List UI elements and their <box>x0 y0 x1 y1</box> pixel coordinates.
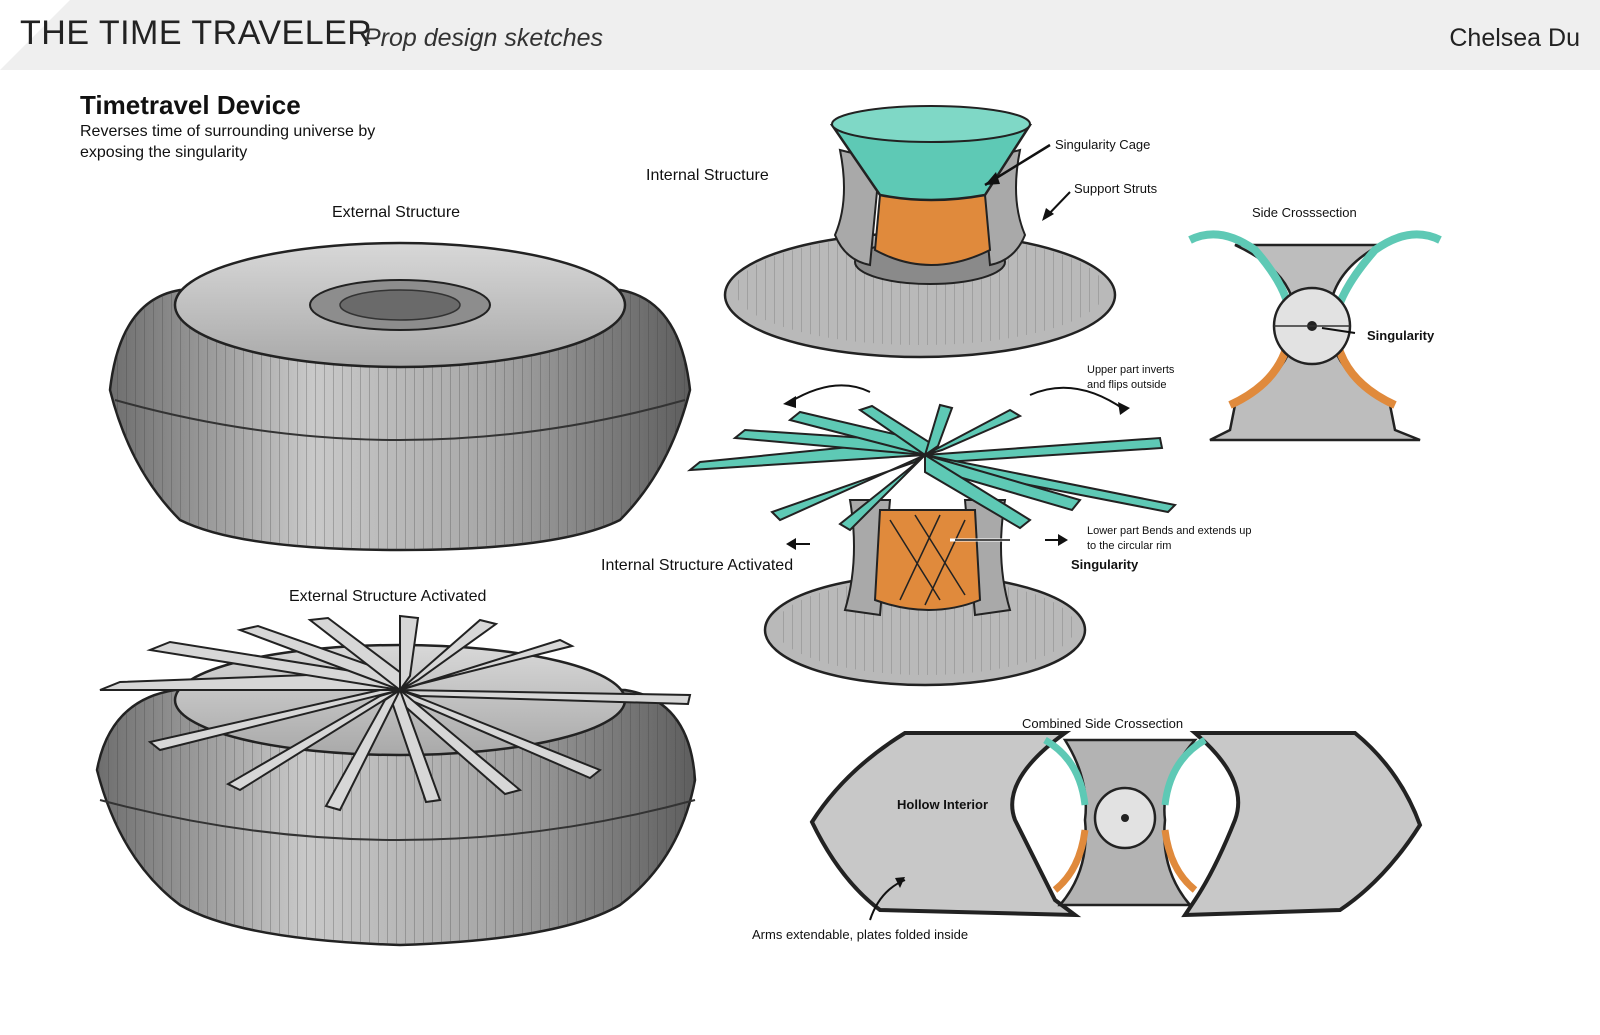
device-description: Reverses time of surrounding universe by… <box>80 123 376 161</box>
header-corner-fold <box>0 0 70 70</box>
annotation-upper-part-line1: Upper part inverts <box>1087 364 1175 376</box>
annotation-lower-part-line2: to the circular rim <box>1087 540 1172 552</box>
annotation-singularity-activated: Singularity <box>1071 557 1139 572</box>
external-structure-activated-sketch <box>95 614 697 947</box>
label-external-structure: External Structure <box>332 204 461 221</box>
label-combined-side-crossection: Combined Side Crossection <box>1022 716 1184 731</box>
label-side-crosssection: Side Crosssection <box>1252 205 1357 220</box>
annotation-singularity-side: Singularity <box>1367 328 1435 343</box>
internal-structure-activated-sketch <box>686 384 1178 687</box>
label-internal-structure-activated: Internal Structure Activated <box>601 557 794 574</box>
annotation-upper-part-line2: and flips outside <box>1087 379 1167 391</box>
external-structure-sketch <box>108 241 692 552</box>
device-title: Timetravel Device <box>80 90 301 120</box>
combined-side-crossection-sketch <box>809 731 1423 921</box>
annotation-hollow-interior: Hollow Interior <box>897 797 988 812</box>
side-crosssection-sketch <box>1188 230 1442 442</box>
label-internal-structure: Internal Structure <box>646 167 769 184</box>
internal-structure-sketch <box>723 105 1117 359</box>
page-subtitle: Prop design sketches <box>364 24 604 52</box>
annotation-singularity-cage: Singularity Cage <box>1055 137 1151 152</box>
page-title: THE TIME TRAVELER <box>20 14 373 52</box>
annotation-support-struts: Support Struts <box>1074 181 1158 196</box>
label-external-structure-activated: External Structure Activated <box>289 588 487 605</box>
header-bar: THE TIME TRAVELER Prop design sketches C… <box>0 0 1600 70</box>
author-name: Chelsea Du <box>1449 24 1580 52</box>
annotation-arms-extendable: Arms extendable, plates folded inside <box>752 927 969 942</box>
annotation-lower-part-line1: Lower part Bends and extends up <box>1087 525 1252 537</box>
